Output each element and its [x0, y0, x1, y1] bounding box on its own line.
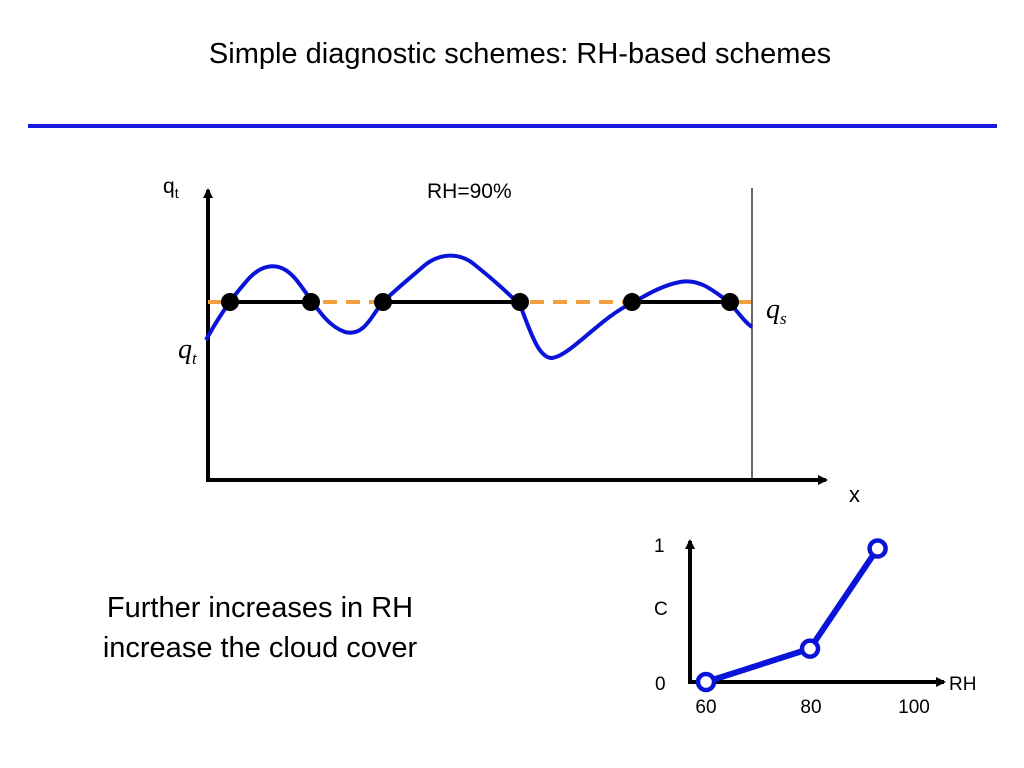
cloud-cover-point: [799, 638, 821, 659]
intersection-point: [511, 293, 529, 311]
intersection-point: [302, 293, 320, 311]
total-water-label: qt: [178, 334, 198, 368]
top-diagram: qt RH=90% x qs qt: [163, 175, 860, 507]
chart-x-tick-labels: 60 80 100: [695, 697, 929, 718]
x-tick-label: 100: [898, 697, 930, 718]
top-y-axis-label: qt: [163, 175, 179, 201]
caption: Further increases in RH increase the clo…: [40, 588, 480, 668]
chart-x-axis-label: RH: [949, 674, 976, 695]
chart-y-axis-label: C: [654, 599, 668, 620]
total-water-curve: [204, 253, 754, 361]
cloud-cover-series: [695, 538, 888, 693]
x-tick-label: 80: [800, 697, 821, 718]
intersection-points: [221, 293, 739, 311]
title-divider: [28, 124, 997, 128]
rh-threshold-label: RH=90%: [427, 180, 512, 203]
chart-y-top-label: 1: [654, 536, 665, 557]
saturation-label: qs: [766, 294, 787, 328]
caption-line: Further increases in RH: [106, 592, 414, 624]
cloud-cover-line: [705, 546, 881, 685]
intersection-point: [221, 293, 239, 311]
top-x-axis-label: x: [849, 482, 860, 507]
cloud-cover-chart: 1 C 0 RH 60 80 100: [654, 536, 976, 718]
intersection-point: [374, 293, 392, 311]
caption-line: increase the cloud cover: [102, 632, 418, 664]
cloud-cover-point: [867, 538, 888, 559]
x-tick-label: 60: [695, 697, 716, 718]
chart-y-zero-label: 0: [655, 674, 666, 695]
intersection-point: [721, 293, 739, 311]
intersection-point: [623, 293, 641, 311]
cloud-cover-point: [695, 671, 717, 693]
page-title: Simple diagnostic schemes: RH-based sche…: [208, 38, 832, 70]
